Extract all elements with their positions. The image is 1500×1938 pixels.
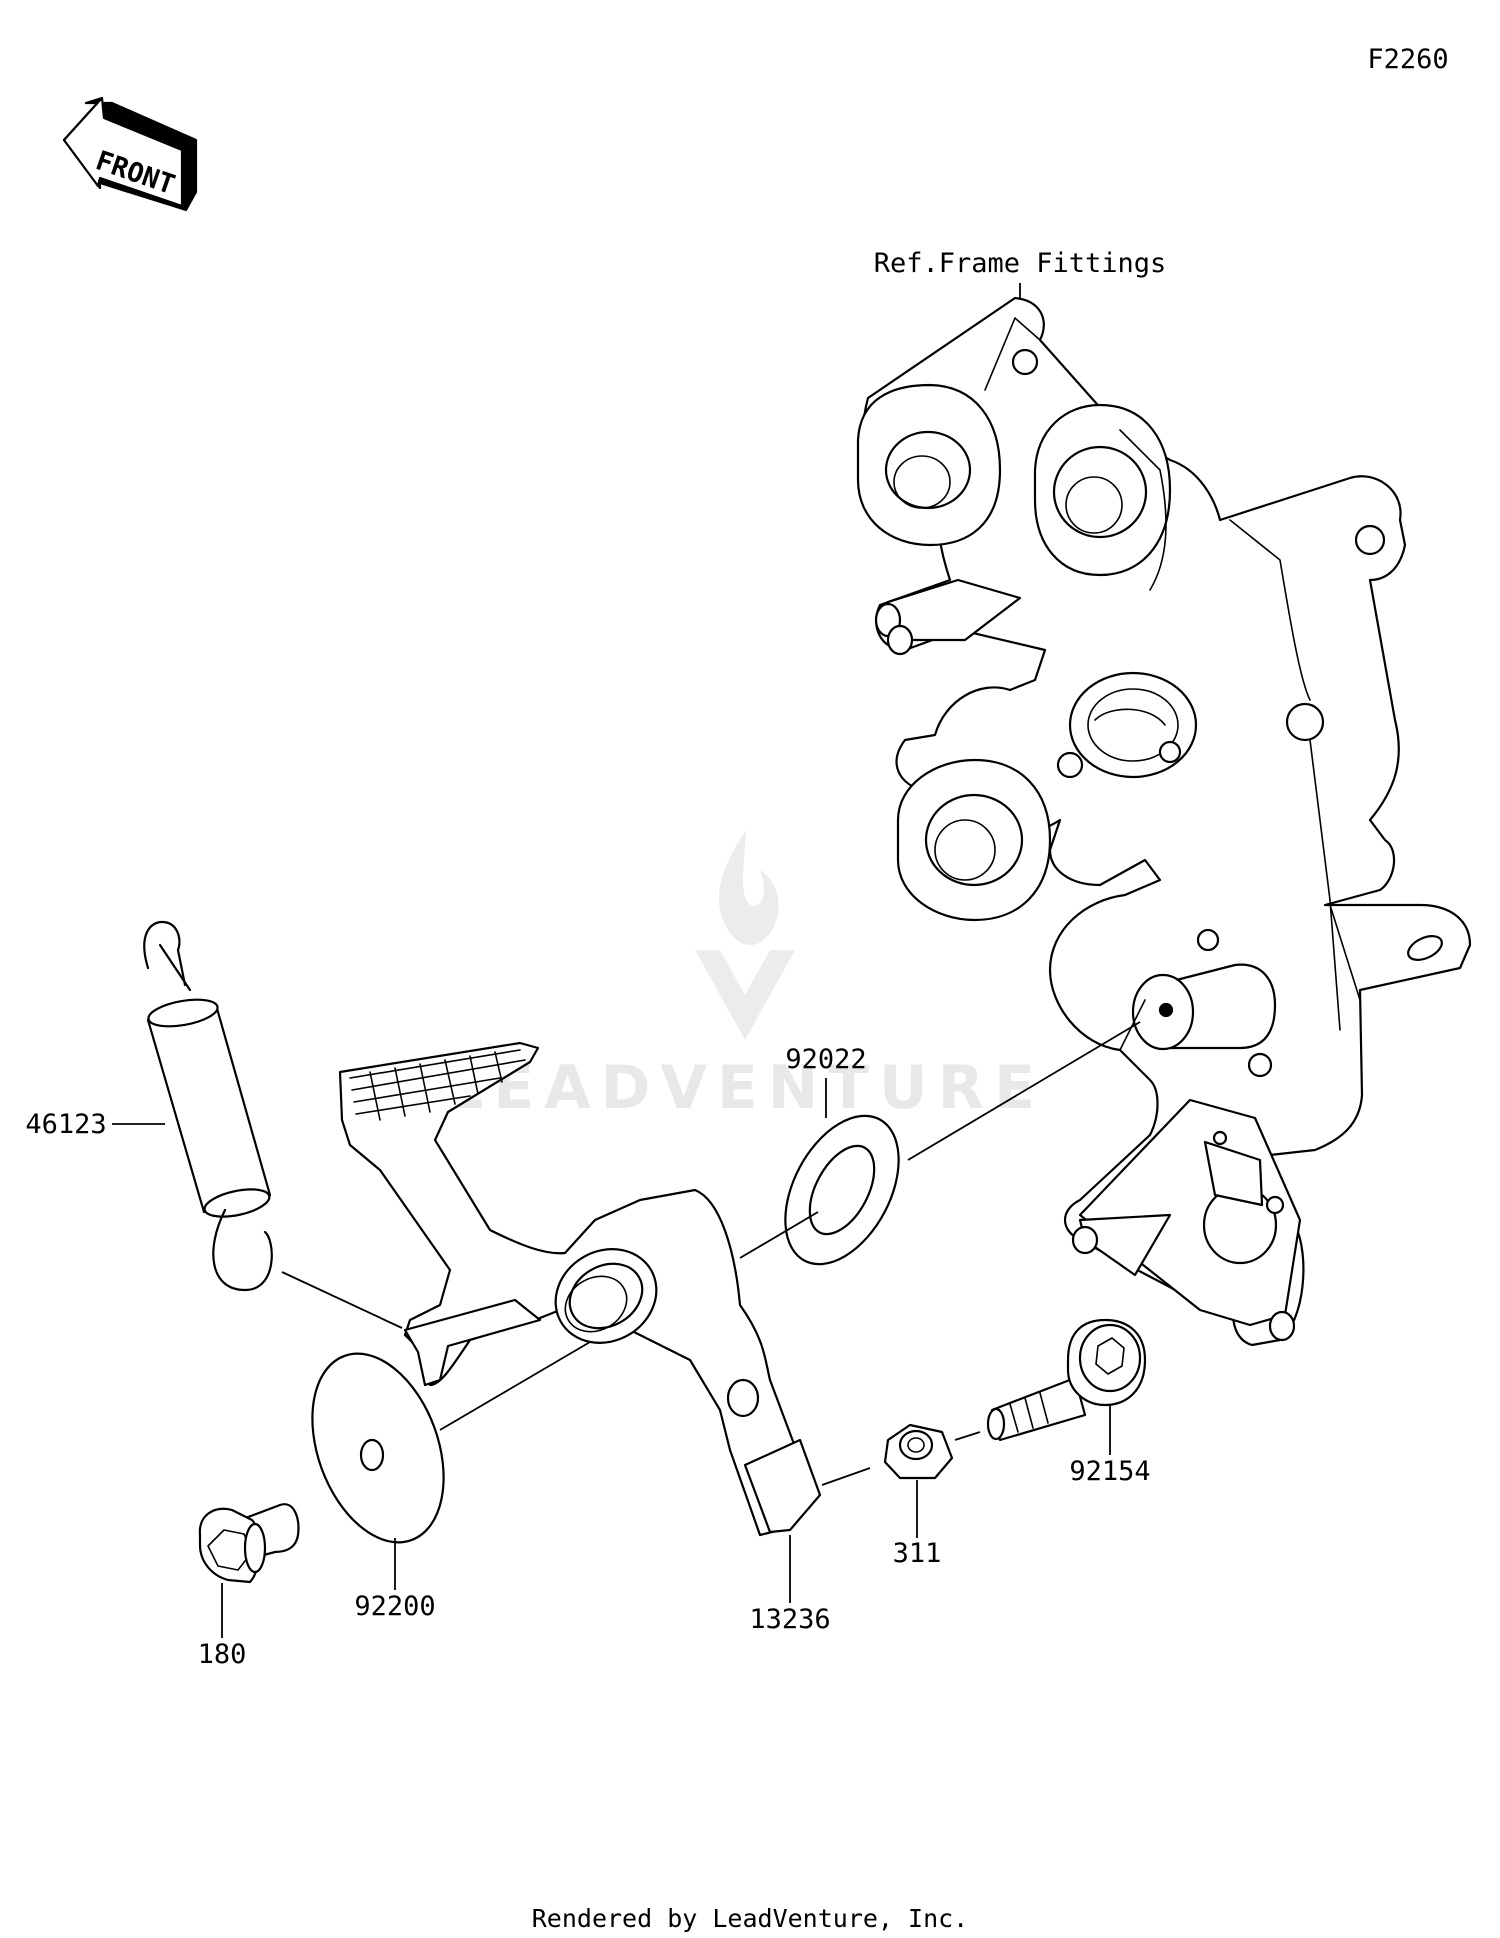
figure-code: F2260 — [1367, 44, 1448, 75]
washer-large-part — [784, 1114, 900, 1266]
part-label-92154: 92154 — [1069, 1405, 1151, 1487]
part-label-180: 180 — [198, 1583, 247, 1670]
bolt-flange-part — [198, 1503, 300, 1584]
part-number: 92200 — [354, 1591, 435, 1622]
part-label-92022: 92022 — [785, 1044, 867, 1118]
part-label-46123: 46123 — [25, 1109, 165, 1140]
pedal-tread — [349, 1049, 526, 1121]
spring-part — [143, 920, 273, 1292]
part-number: 311 — [893, 1538, 942, 1569]
part-label-13236: 13236 — [749, 1535, 831, 1635]
washer-flat-part — [311, 1352, 445, 1544]
front-arrow-icon: FRONT — [62, 96, 198, 212]
part-number: 13236 — [749, 1604, 830, 1635]
assembly-lines — [281, 1021, 1141, 1486]
nut-part — [883, 1423, 954, 1480]
brake-pedal-part — [338, 1041, 822, 1537]
footer-credit: Rendered by LeadVenture, Inc. — [532, 1904, 969, 1933]
part-number: 180 — [198, 1639, 247, 1670]
frame-fitting — [856, 296, 1472, 1347]
watermark-logo-icon — [695, 830, 795, 1040]
part-number: 92154 — [1069, 1456, 1150, 1487]
part-label-92200: 92200 — [354, 1538, 436, 1622]
bolt-socket-part — [986, 1318, 1147, 1442]
part-label-311: 311 — [893, 1480, 942, 1569]
part-number: 92022 — [785, 1044, 866, 1075]
reference-label: Ref.Frame Fittings — [874, 248, 1167, 279]
part-number: 46123 — [25, 1109, 106, 1140]
watermark-text: LEADVENTURE — [445, 1053, 1045, 1123]
watermark: LEADVENTURE — [445, 830, 1045, 1123]
